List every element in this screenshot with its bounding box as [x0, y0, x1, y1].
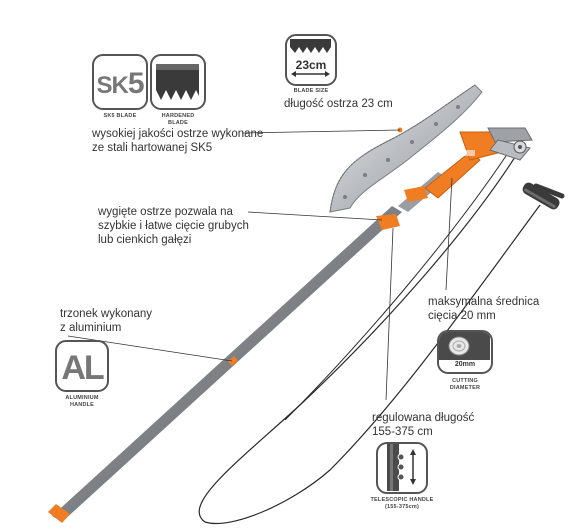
- annotation-aluminium-shaft: trzonek wykonany z aluminium: [60, 308, 153, 334]
- blade-size-caption: BLADE SIZE: [293, 88, 329, 94]
- blade-size-value: 23cm: [295, 58, 327, 72]
- sk5-badge: SK5: [92, 54, 148, 110]
- telescopic-badge: [376, 442, 428, 494]
- cutting-diameter-value: 20mm: [454, 361, 476, 368]
- cutting-diameter-icon: [439, 332, 490, 360]
- aluminium-badge: AL: [55, 340, 109, 392]
- leader-length: [385, 227, 394, 401]
- leader-curved: [247, 211, 383, 221]
- annotation-blade-length: długość ostrza 23 cm: [284, 98, 393, 110]
- aluminium-shaft: [52, 206, 402, 522]
- annotation-blade-quality: wysokiej jakości ostrze wykonane ze stal…: [92, 128, 264, 154]
- sk5-badge-icon: SK5: [96, 67, 144, 100]
- blade-size-icon: [290, 39, 331, 77]
- pull-rope-2: [284, 149, 511, 421]
- aluminium-caption: ALUMINIUM HANDLE: [65, 395, 99, 408]
- leader-diameter: [445, 177, 453, 291]
- annotation-curved-blade: wygięte ostrze pozwala na szybkie i łatw…: [98, 206, 249, 246]
- blade-size-badge: 23cm: [285, 34, 337, 86]
- leader-blade: [241, 129, 401, 134]
- annotation-cutting-diameter: maksymalna średnica cięcia 20 mm: [428, 296, 540, 322]
- pull-rope: [198, 145, 541, 525]
- aluminium-icon: AL: [61, 349, 104, 387]
- telescopic-caption: TELESCOPIC HANDLE (155-375cm): [370, 497, 434, 510]
- pruner-head: [424, 151, 481, 199]
- hardened-badge: [150, 54, 206, 110]
- rope-handle: [522, 182, 560, 210]
- cutting-diameter-caption: CUTTING DIAMETER: [449, 378, 481, 391]
- shaft-end-cap: [48, 504, 70, 523]
- cutting-diameter-badge: 20mm: [437, 330, 493, 374]
- hardened-blade-icon: [156, 64, 199, 100]
- annotation-adjustable-length: regulowana długość 155-375 cm: [372, 412, 475, 438]
- hardened-caption: HARDENED BLADE: [161, 113, 195, 126]
- telescopic-handle-icon: [387, 444, 416, 491]
- sk5-caption: SK5 BLADE: [103, 113, 137, 119]
